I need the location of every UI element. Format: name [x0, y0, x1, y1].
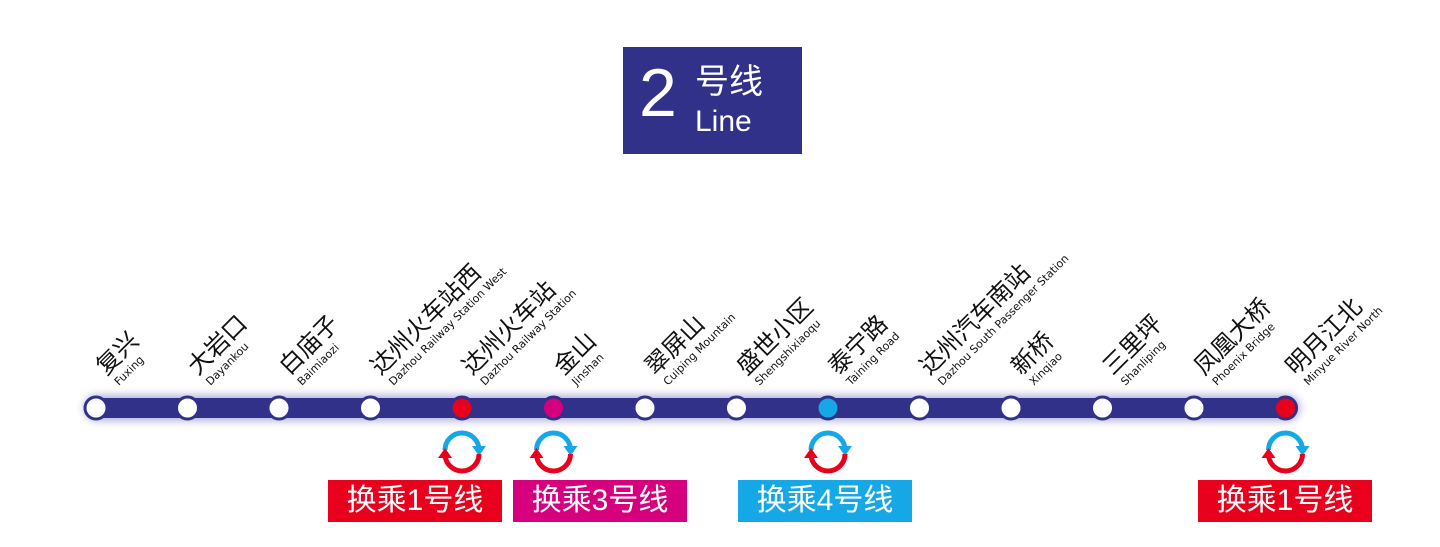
- transfer-arc-top: [442, 430, 482, 451]
- transfer-badge: 换乘4号线: [738, 480, 912, 522]
- station-dot[interactable]: [358, 395, 383, 421]
- transfer-icon: [804, 430, 852, 474]
- track-line: [86, 398, 1298, 418]
- station-dot[interactable]: [724, 395, 749, 421]
- transfer-badge: 换乘1号线: [1198, 480, 1372, 522]
- transfer-arrow-top: [472, 446, 486, 456]
- station-dot[interactable]: [1273, 395, 1298, 421]
- transfer-arc-bottom: [534, 453, 573, 474]
- transfer-badge: 换乘1号线: [328, 480, 502, 522]
- transfer-icon: [1261, 430, 1310, 474]
- transfer-icon: [529, 430, 578, 474]
- transfer-arrow-bottom: [438, 448, 452, 458]
- station-dot[interactable]: [815, 395, 841, 421]
- station-dot[interactable]: [907, 395, 932, 421]
- transfer-arrow-bottom: [804, 448, 818, 458]
- line-name-cn: 号线: [695, 62, 763, 102]
- transfer-arc-top: [1266, 430, 1305, 451]
- station-dot[interactable]: [175, 395, 200, 421]
- transfer-arrow-bottom: [529, 448, 544, 458]
- transfer-arrow-top: [838, 446, 852, 456]
- line-name-en: Line: [695, 105, 752, 138]
- transfer-arrow-top: [1295, 446, 1310, 456]
- transfer-arrow-top: [563, 446, 578, 456]
- transfer-arc-bottom: [442, 453, 482, 474]
- transfer-arc-bottom: [808, 453, 848, 474]
- transfer-badge: 换乘3号线: [513, 480, 687, 522]
- station-dot[interactable]: [1181, 395, 1207, 421]
- transfer-icons-layer: [438, 430, 1310, 474]
- transfer-arc-top: [808, 430, 848, 451]
- transfer-arc-bottom: [1266, 453, 1305, 474]
- station-dot[interactable]: [1090, 395, 1115, 421]
- line-number: 2: [639, 55, 677, 131]
- station-dot[interactable]: [632, 395, 658, 421]
- station-dot[interactable]: [83, 395, 109, 421]
- transfer-arc-top: [534, 430, 573, 451]
- transfer-icon: [438, 430, 486, 474]
- station-dot[interactable]: [449, 395, 475, 421]
- line-badge: 2 号线 Line: [623, 47, 802, 154]
- station-dot[interactable]: [998, 395, 1024, 421]
- transfer-arrow-bottom: [1261, 448, 1276, 458]
- station-dot[interactable]: [266, 395, 292, 421]
- station-dot[interactable]: [541, 395, 566, 421]
